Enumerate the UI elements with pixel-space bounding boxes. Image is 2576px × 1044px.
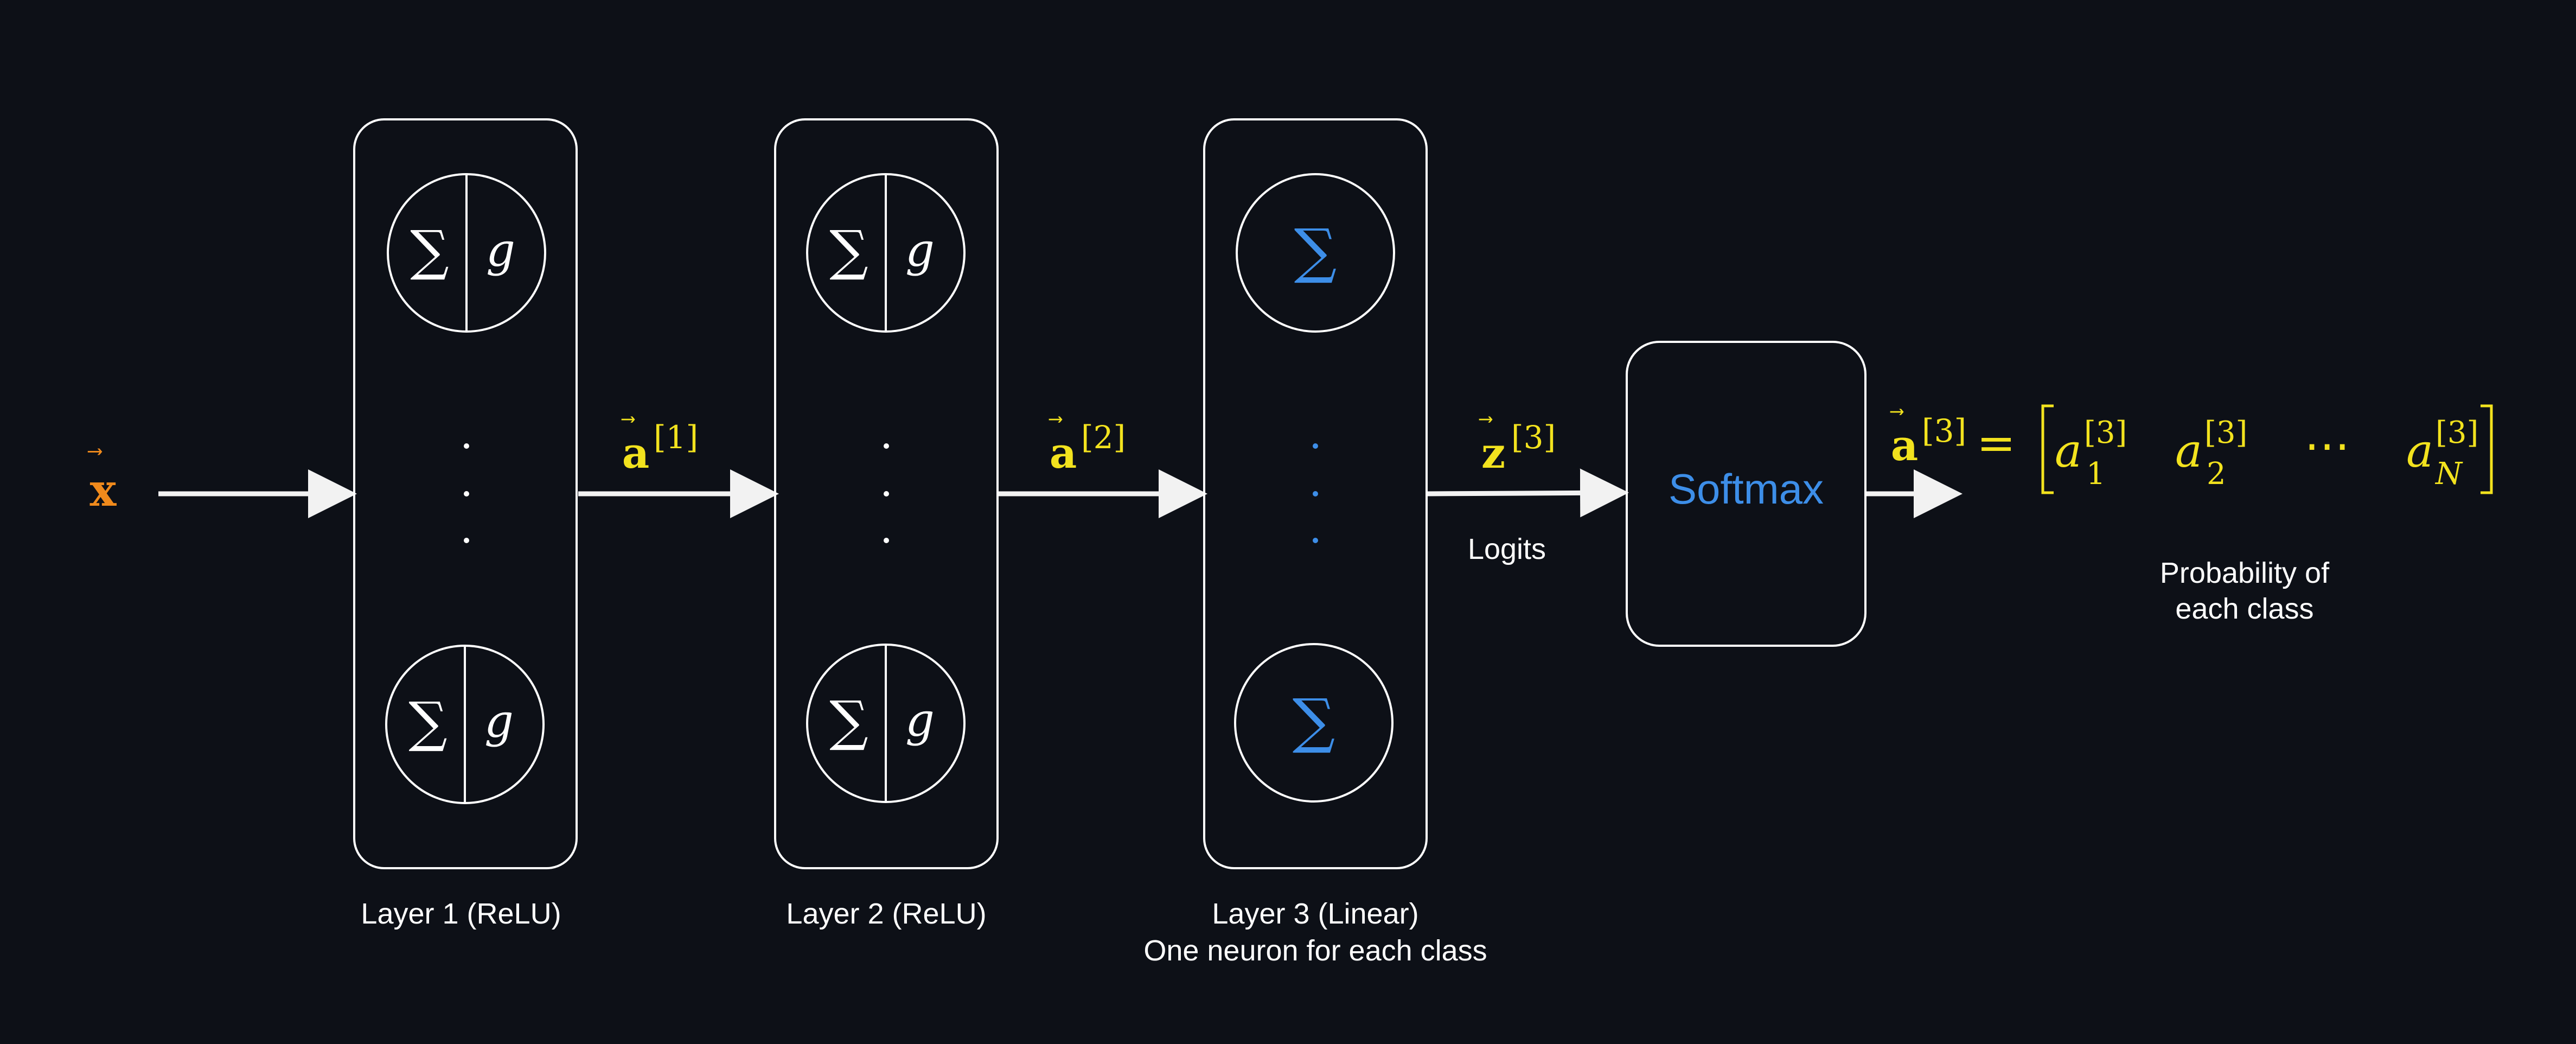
- activation-symbol: g: [484, 695, 514, 748]
- layer-2-box: [774, 118, 999, 869]
- sum-symbol: ∑: [410, 219, 449, 282]
- probability-caption-line1: Probability of: [2160, 557, 2330, 589]
- softmax-box: [1626, 341, 1867, 647]
- element-superscript: [3]: [2084, 415, 2127, 450]
- layer-1-neuron-bottom: ∑ g: [385, 645, 545, 804]
- layer-3-neuron-bottom: ∑: [1234, 643, 1394, 803]
- probability-caption-line2: each class: [2175, 593, 2313, 625]
- element-subscript: N: [2434, 456, 2463, 492]
- vector-arrow: ⃗: [1479, 416, 1493, 423]
- output-vector-arrow: ⃗: [1890, 409, 1904, 415]
- ellipsis-dot: [1313, 443, 1318, 449]
- softmax-block: Softmax: [1626, 341, 1867, 647]
- vector-superscript: [2]: [1081, 419, 1126, 456]
- edge-1-label: ⃗ a [1]: [621, 416, 698, 478]
- element-superscript: [3]: [2436, 415, 2478, 450]
- output-vector: ⃗ a [3] = a [3] 1 a [3] 2 ⋯ a [3] N Prob…: [1890, 404, 2493, 625]
- output-element-2: a [3] 2: [2175, 415, 2247, 492]
- layer-3: ∑ ∑ Layer 3 (Linear) One neuron for each…: [1143, 118, 1487, 967]
- vector-arrow: ⃗: [1049, 416, 1063, 423]
- edge-2-label: ⃗ a [2]: [1049, 416, 1126, 478]
- arrow-layer3-to-softmax: [1427, 468, 1629, 518]
- layer-1-neuron-top: ∑ g: [387, 173, 546, 333]
- output-vector-name: a: [1891, 421, 1919, 470]
- ellipsis-dot: [884, 538, 889, 543]
- element-subscript: 2: [2207, 456, 2226, 492]
- element-subscript: 1: [2086, 456, 2106, 492]
- activation-symbol: g: [486, 224, 515, 277]
- layer-3-label: Layer 3 (Linear): [1212, 897, 1418, 930]
- element-base: a: [2406, 424, 2433, 478]
- ellipsis-dot: [464, 491, 469, 496]
- input-vector-label: x: [90, 464, 117, 517]
- layer-2: ∑ g ∑ g Layer 2 (ReLU): [774, 118, 999, 930]
- input-vector-arrow: ⃗: [87, 448, 103, 455]
- layer-1-box: [353, 118, 578, 869]
- layer-1: ∑ g ∑ g Layer 1 (ReLU): [353, 118, 578, 930]
- layer-3-sublabel: One neuron for each class: [1143, 934, 1487, 967]
- vector-arrow: ⃗: [621, 416, 635, 423]
- sum-symbol: ∑: [829, 219, 868, 282]
- sum-symbol: ∑: [1293, 686, 1335, 755]
- layer-1-label: Layer 1 (ReLU): [361, 897, 561, 930]
- output-element-n: a [3] N: [2406, 415, 2478, 492]
- softmax-label: Softmax: [1669, 465, 1824, 513]
- sum-symbol: ∑: [408, 690, 447, 754]
- layer-2-ellipsis: [884, 443, 889, 543]
- right-bracket: [2481, 404, 2493, 494]
- vector-name: z: [1481, 429, 1505, 478]
- neuron-circle: [1236, 173, 1395, 333]
- vector-superscript: [1]: [654, 419, 698, 456]
- neuron-circle: [1234, 643, 1394, 803]
- ellipsis-dot: [464, 538, 469, 543]
- element-base: a: [2055, 424, 2082, 478]
- equals-sign: =: [1977, 416, 2016, 470]
- activation-symbol: g: [905, 224, 935, 277]
- ellipsis-dot: [884, 491, 889, 496]
- layer-2-neuron-bottom: ∑ g: [806, 644, 966, 803]
- input-x: ⃗ x: [87, 448, 117, 517]
- layer-2-label: Layer 2 (ReLU): [786, 897, 986, 930]
- output-element-1: a [3] 1: [2055, 415, 2127, 492]
- logits-label: Logits: [1468, 533, 1546, 565]
- layer-1-ellipsis: [464, 443, 469, 543]
- vector-name: a: [1050, 429, 1077, 478]
- element-base: a: [2175, 424, 2202, 478]
- vector-superscript: [3]: [1511, 419, 1556, 456]
- edge-3-label: ⃗ z [3] Logits: [1468, 416, 1556, 565]
- ellipsis-dot: [464, 443, 469, 449]
- layer-2-neuron-top: ∑ g: [806, 173, 966, 333]
- layer-3-neuron-top: ∑: [1236, 173, 1395, 333]
- element-superscript: [3]: [2204, 415, 2247, 450]
- activation-symbol: g: [905, 693, 935, 747]
- ellipsis-dot: [884, 443, 889, 449]
- layer-3-ellipsis: [1313, 443, 1318, 543]
- ellipsis-dot: [1313, 491, 1318, 496]
- left-bracket: [2041, 404, 2054, 494]
- layer-3-box: [1203, 118, 1428, 869]
- sum-symbol: ∑: [1294, 216, 1337, 285]
- output-ellipsis: ⋯: [2304, 419, 2350, 472]
- sum-symbol: ∑: [829, 689, 868, 753]
- ellipsis-dot: [1313, 538, 1318, 543]
- output-vector-superscript: [3]: [1922, 412, 1966, 449]
- vector-name: a: [622, 429, 650, 478]
